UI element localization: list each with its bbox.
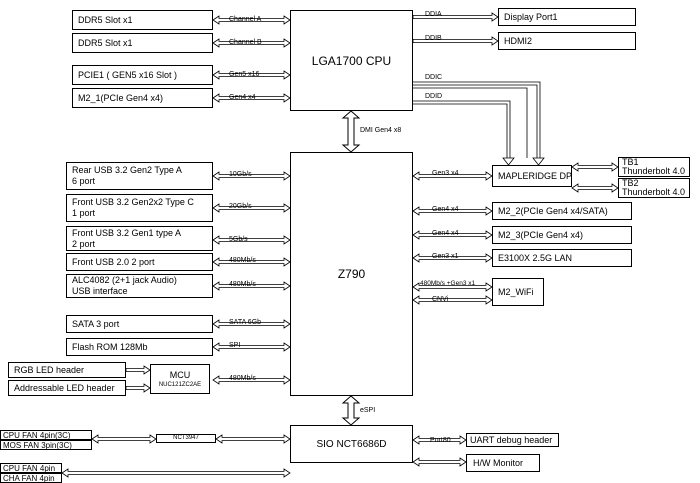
channel-a-label: Channel A bbox=[229, 16, 262, 23]
pch-left-link-arrow-6 bbox=[212, 342, 291, 352]
channel-b-label: Channel B bbox=[229, 39, 262, 46]
ddr5-slot-b: DDR5 Slot x1 bbox=[72, 33, 213, 53]
m2-2-slot: M2_2(PCIe Gen4 x4/SATA) bbox=[492, 202, 632, 220]
ddia-label: DDIA bbox=[425, 11, 442, 18]
mos-fan-3c: MOS FAN 3pin(3C) bbox=[0, 440, 92, 450]
link-20gbps-label: 20Gb/s bbox=[229, 203, 252, 210]
cpu-label: LGA1700 CPU bbox=[311, 53, 392, 68]
espi-label: eSPI bbox=[360, 407, 376, 414]
m2-2-link-label: Gen4 x4 bbox=[432, 206, 459, 213]
m2-1-slot: M2_1(PCIe Gen4 x4) bbox=[72, 88, 213, 108]
link-usb2-480-label: 480Mb/s bbox=[229, 257, 256, 264]
link-5gbps-label: 5Gb/s bbox=[229, 236, 248, 243]
cpu-fan-4pin: CPU FAN 4pin bbox=[0, 463, 62, 473]
addressable-led-header: Addressable LED header bbox=[8, 380, 126, 396]
cha-fan-4pin: CHA FAN 4pin bbox=[0, 473, 62, 483]
gen5-x16-label: Gen5 x16 bbox=[229, 71, 260, 78]
front-usb-2-0: Front USB 2.0 2 port bbox=[66, 253, 213, 271]
dmi-label: DMI Gen4 x8 bbox=[360, 127, 402, 134]
mcu-link-label: 480Mb/s bbox=[229, 375, 256, 382]
ddid-label: DDID bbox=[425, 93, 443, 100]
nct3947-label: NCT3947 bbox=[173, 435, 199, 441]
sio-block: SIO NCT6686D bbox=[290, 425, 413, 463]
ddr5-slot-a: DDR5 Slot x1 bbox=[72, 10, 213, 30]
mapleridge-dp: MAPLERIDGE DP bbox=[492, 165, 572, 187]
link-10gbps-label: 10Gb/s bbox=[229, 171, 252, 178]
link-sata-label: SATA 6Gb bbox=[229, 319, 262, 326]
uart-debug-header: UART debug header bbox=[466, 433, 559, 447]
hw-monitor: H/W Monitor bbox=[466, 454, 540, 472]
flash-rom: Flash ROM 128Mb bbox=[66, 338, 213, 356]
ddi-line-0 bbox=[413, 81, 541, 158]
display-port1: Display Port1 bbox=[498, 8, 636, 26]
sata3-ports: SATA 3 port bbox=[66, 315, 213, 333]
ddib-arrow bbox=[412, 36, 499, 46]
link-spi-label: SPI bbox=[229, 342, 241, 349]
z790-chipset-block: Z790 bbox=[290, 152, 413, 396]
wifi-link2-label: CNVi bbox=[432, 296, 449, 303]
ddi-arrowhead-1 bbox=[502, 157, 515, 166]
ddia-arrow bbox=[412, 12, 499, 22]
mcu-part-label: NUC121ZC2AE bbox=[158, 381, 202, 388]
wifi-link1-label: 480Mb/s +Gen3 x1 bbox=[420, 280, 476, 287]
nct3947-block: NCT3947 bbox=[156, 434, 216, 443]
ddi-line-inner-1 bbox=[413, 103, 508, 158]
rgb-led-header: RGB LED header bbox=[8, 362, 126, 378]
e3100x-lan: E3100X 2.5G LAN bbox=[492, 249, 632, 267]
m2-3-link-label: Gen4 x4 bbox=[432, 230, 459, 237]
link-audio-480-label: 480Mb/s bbox=[229, 281, 256, 288]
m2-wifi: M2_WiFi bbox=[492, 278, 544, 306]
argb-led-arrow bbox=[125, 383, 151, 393]
tb2-arrow bbox=[571, 183, 619, 193]
mcu-label: MCU bbox=[169, 369, 191, 380]
tb1-arrow bbox=[571, 162, 619, 172]
m2-3-slot: M2_3(PCIe Gen4 x4) bbox=[492, 226, 632, 244]
ddic-label: DDIC bbox=[425, 74, 443, 81]
sio-label: SIO NCT6686D bbox=[316, 438, 387, 450]
cpu-block: LGA1700 CPU bbox=[290, 10, 413, 111]
port80-label: Port80 bbox=[430, 437, 451, 444]
mcu-block: MCU NUC121ZC2AE bbox=[150, 364, 210, 394]
lan-link-label: Gen3 x1 bbox=[432, 253, 459, 260]
ddi-arrowhead-0 bbox=[532, 157, 545, 166]
pcie1-slot: PCIE1 ( GEN5 x16 Slot ) bbox=[72, 65, 213, 85]
ddi-line-1 bbox=[413, 100, 511, 158]
ddi-mid-line bbox=[413, 87, 528, 158]
fan-3c-arrow-b bbox=[215, 434, 291, 444]
pch-right-link-arrow-5 bbox=[412, 295, 493, 305]
z790-label: Z790 bbox=[337, 267, 366, 281]
dmi-arrow bbox=[341, 110, 361, 153]
fan-3c-arrow-a bbox=[91, 434, 157, 444]
hw-monitor-arrow bbox=[412, 457, 467, 467]
cpu-fan-3c: CPU FAN 4pin(3C) bbox=[0, 430, 92, 440]
espi-arrow bbox=[341, 395, 361, 426]
maple-link-label: Gen3 x4 bbox=[432, 170, 459, 177]
fan-4pin-arrow bbox=[61, 468, 291, 478]
pch-left-link-arrow-2 bbox=[212, 235, 291, 245]
ddib-label: DDIB bbox=[425, 35, 442, 42]
rgb-led-arrow bbox=[125, 365, 151, 375]
hdmi2: HDMI2 bbox=[498, 32, 636, 50]
alc4082-audio: ALC4082 (2+1 jack Audio)USB interface bbox=[66, 274, 213, 298]
gen4-x4-cpu-label: Gen4 x4 bbox=[229, 94, 256, 101]
ddi-line-inner-0 bbox=[413, 84, 538, 158]
